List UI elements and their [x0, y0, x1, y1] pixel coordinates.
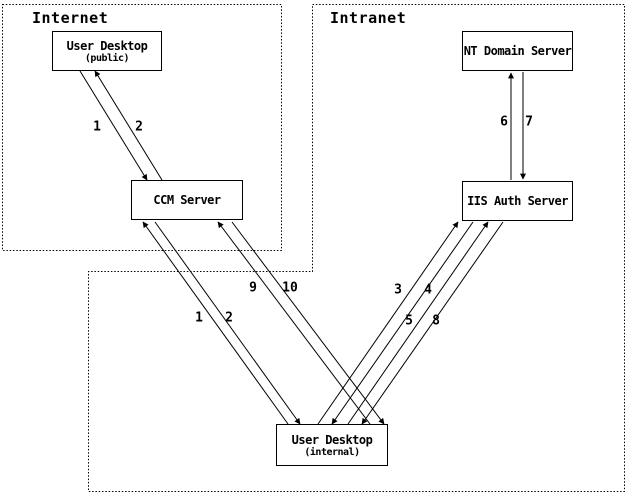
edge-8-iis-to-internal: [361, 221, 504, 425]
edge-label-2-public: 2: [135, 119, 143, 135]
edge-1-internal-to-ccm: [142, 221, 289, 425]
node-user-desktop-public-sublabel: (public): [84, 52, 130, 64]
edge-10-ccm-to-internal: [231, 221, 385, 425]
edge-2-ccm-to-internal: [154, 221, 301, 425]
edge-2-ccm-to-public: [94, 70, 163, 181]
edge-label-9: 9: [249, 280, 257, 296]
edge-5-internal-to-iis: [347, 221, 489, 425]
internet-zone-label: Internet: [32, 9, 109, 27]
node-iis-auth-server-label: IIS Auth Server: [467, 194, 568, 208]
edge-label-1-public: 1: [93, 119, 101, 135]
node-user-desktop-internal-sublabel: (internal): [304, 446, 360, 458]
node-ccm-server-label: CCM Server: [153, 193, 221, 207]
edge-9-internal-to-ccm: [217, 221, 371, 425]
node-iis-auth-server: IIS Auth Server: [462, 181, 573, 221]
node-nt-domain-server-label: NT Domain Server: [463, 44, 572, 58]
internet-zone-border: [2, 4, 282, 251]
edge-label-2-internal: 2: [225, 310, 233, 326]
edge-label-8: 8: [432, 313, 440, 329]
node-ccm-server: CCM Server: [131, 180, 243, 220]
edge-label-1-internal: 1: [195, 310, 203, 326]
node-user-desktop-public: User Desktop (public): [52, 31, 162, 71]
node-user-desktop-internal: User Desktop (internal): [276, 424, 388, 466]
intranet-zone-label: Intranet: [330, 9, 407, 27]
node-user-desktop-internal-label: User Desktop: [291, 432, 373, 447]
edge-label-5: 5: [405, 313, 413, 329]
edge-label-7: 7: [525, 114, 533, 130]
edge-label-3: 3: [394, 282, 402, 298]
edge-label-10: 10: [282, 280, 298, 296]
node-user-desktop-public-label: User Desktop: [66, 38, 148, 53]
edge-4-iis-to-internal: [331, 221, 474, 425]
edge-1-public-to-ccm: [79, 70, 148, 181]
intranet-zone-border: [88, 4, 625, 492]
edge-3-internal-to-iis: [317, 221, 459, 425]
node-nt-domain-server: NT Domain Server: [462, 31, 573, 71]
edge-label-6: 6: [500, 114, 508, 130]
edge-label-4: 4: [424, 282, 432, 298]
